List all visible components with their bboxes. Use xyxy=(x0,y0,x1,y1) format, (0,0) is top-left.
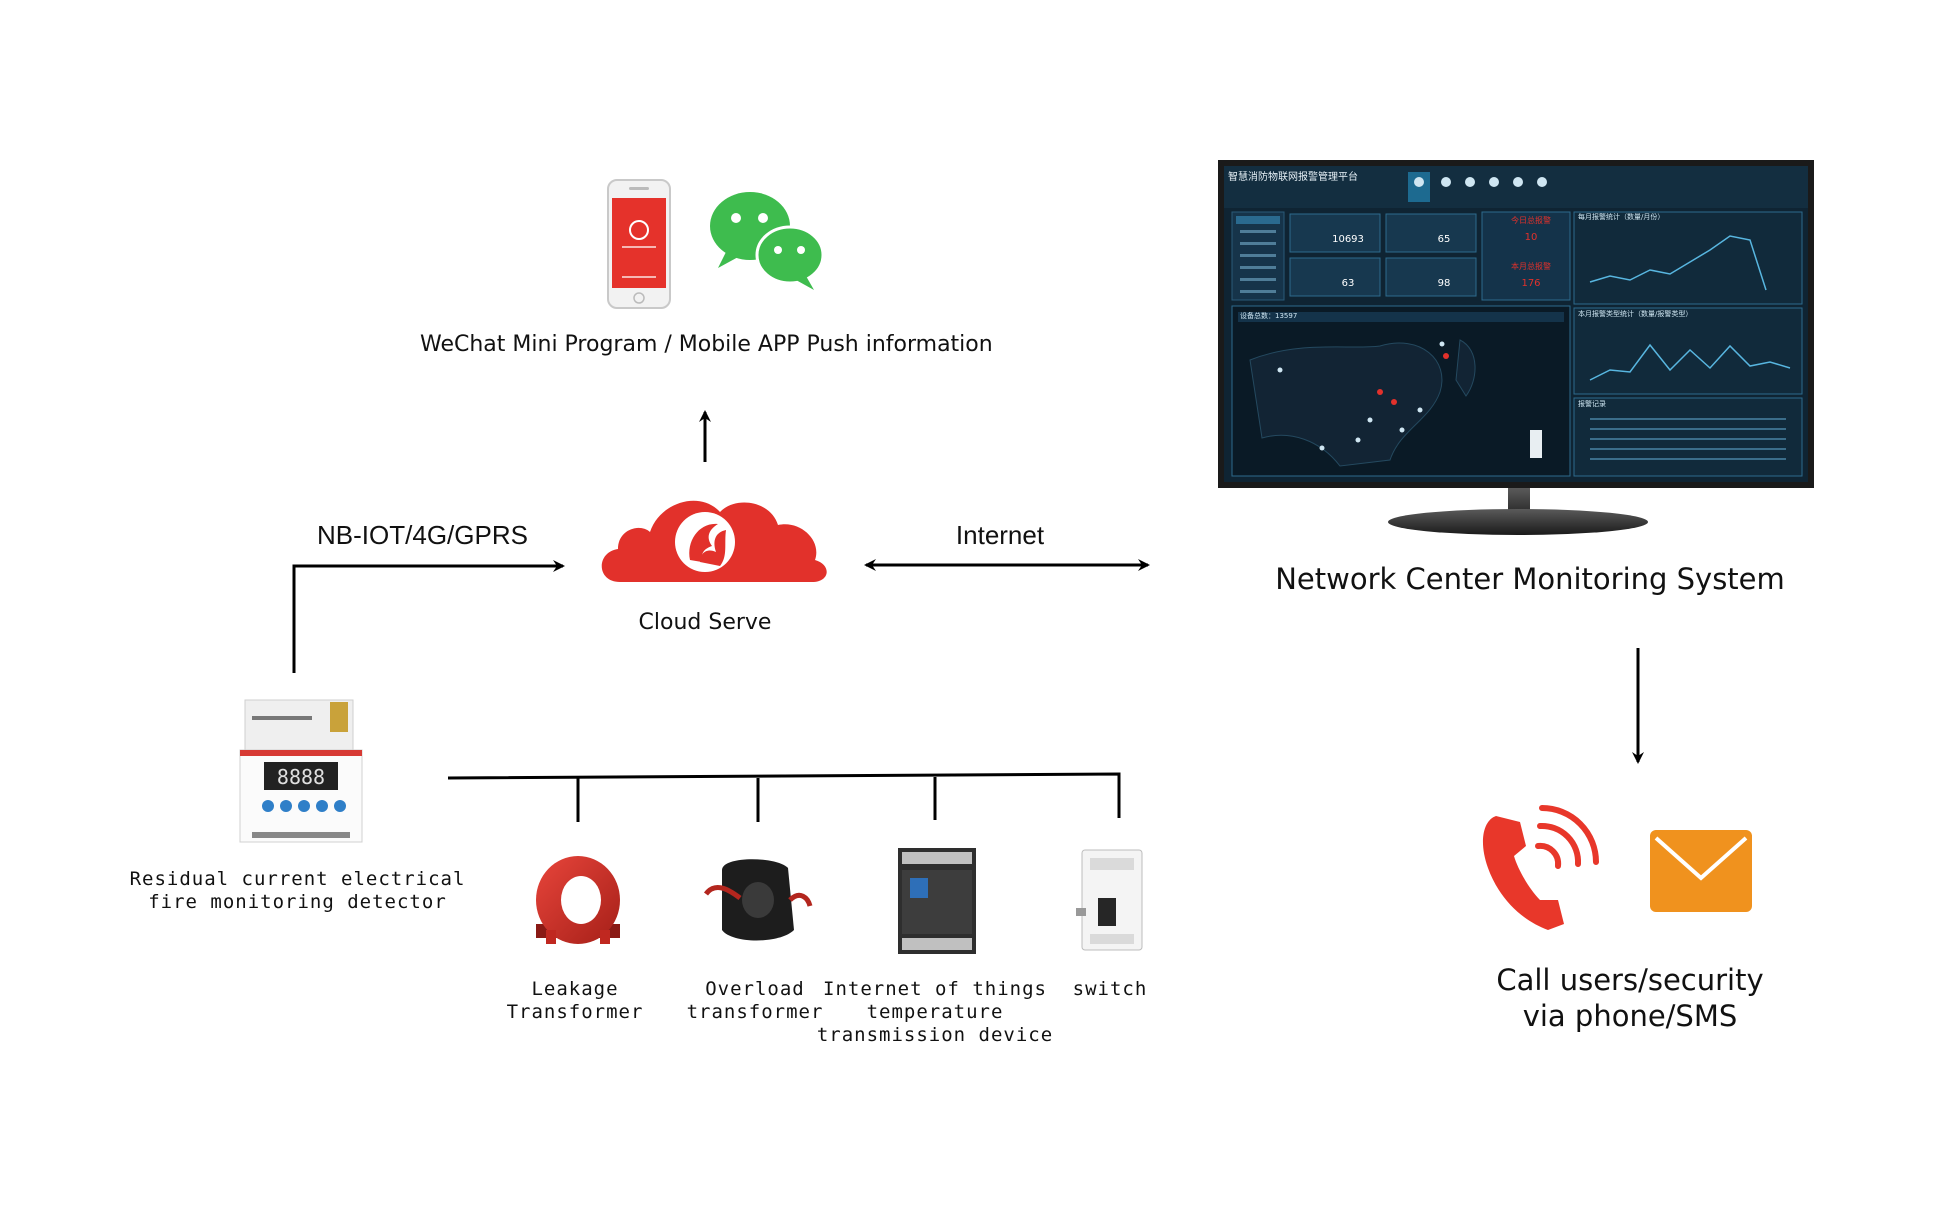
cloud-label: Cloud Serve xyxy=(638,610,772,635)
alarm-today-value: 10 xyxy=(1524,232,1538,243)
leakage-label-line1: Leakage xyxy=(531,978,619,1000)
call-label-line2: via phone/SMS xyxy=(1522,999,1738,1034)
leakage-transformer-label: Leakage Transformer xyxy=(480,978,670,1024)
call-label-line1: Call users/security xyxy=(1496,963,1764,997)
device-bus-line xyxy=(447,772,1121,818)
detector-label-line2: fire monitoring detector xyxy=(148,891,447,914)
monitor-icon xyxy=(1218,160,1814,535)
alarm-month-label: 本月总报警 xyxy=(1511,262,1551,271)
internet-label: Internet xyxy=(955,520,1045,550)
detector-device-icon: 8888 xyxy=(239,699,363,843)
stat-online-value: 65 xyxy=(1437,234,1451,245)
device-count-text: 设备总数：13597 xyxy=(1240,312,1298,320)
iot-label-line2: temperature xyxy=(866,1001,1004,1024)
overload-label-line2: transformer xyxy=(686,1001,824,1024)
leakage-label-line2: Transformer xyxy=(506,1001,644,1024)
iot-label-line1: Internet of things xyxy=(823,978,1047,1000)
iot-transmission-device-icon xyxy=(898,848,976,954)
switch-label: switch xyxy=(1072,978,1148,1000)
svg-text:8888: 8888 xyxy=(277,765,325,789)
chart2-title: 本月报警类型统计（数量/报警类型） xyxy=(1578,310,1693,318)
overload-label-line1: Overload xyxy=(705,978,805,1000)
call-sms-label: Call users/security via phone/SMS xyxy=(1450,962,1810,1035)
chart1-title: 每月报警统计（数量/月份） xyxy=(1578,213,1665,221)
nb-iot-label: NB-IOT/4G/GPRS xyxy=(317,520,528,550)
log-title: 报警记录 xyxy=(1578,400,1606,408)
screen-title: 智慧消防物联网报警管理平台 xyxy=(1228,172,1358,183)
circuit-switch-icon xyxy=(1076,849,1143,951)
arrow-detector-to-cloud xyxy=(292,560,565,673)
connectors xyxy=(292,410,1644,822)
phone-call-icon xyxy=(1482,805,1599,930)
cloud-server-icon xyxy=(601,500,827,582)
stat-month-value: 98 xyxy=(1437,278,1451,289)
detector-label: Residual current electrical fire monitor… xyxy=(120,868,475,914)
iot-label-line3: transmission device xyxy=(816,1024,1054,1047)
leakage-transformer-icon xyxy=(536,856,620,944)
detector-label-line1: Residual current electrical xyxy=(129,868,466,890)
mobile-push-label: WeChat Mini Program / Mobile APP Push in… xyxy=(420,332,993,357)
stat-total-value: 10693 xyxy=(1332,234,1364,245)
monitoring-system-label: Network Center Monitoring System xyxy=(1275,562,1785,596)
stat-today-value: 63 xyxy=(1341,278,1355,289)
envelope-icon xyxy=(1650,830,1752,912)
alarm-today-label: 今日总报警 xyxy=(1511,216,1551,225)
overload-transformer-icon xyxy=(703,859,813,941)
overload-transformer-label: Overload transformer xyxy=(660,978,850,1024)
iot-device-label: Internet of things temperature transmiss… xyxy=(805,978,1065,1048)
wechat-icon xyxy=(710,192,825,290)
alarm-month-value: 176 xyxy=(1521,278,1541,289)
smartphone-icon xyxy=(607,179,671,309)
